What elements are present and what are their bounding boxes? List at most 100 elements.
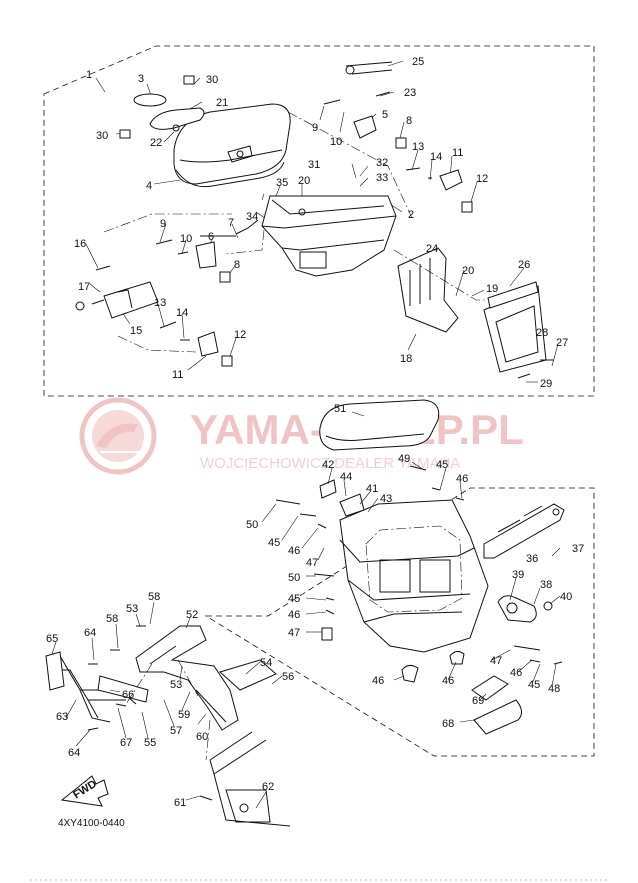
part-label-53: 53 xyxy=(170,679,182,691)
side-case xyxy=(339,499,489,653)
part-label-49: 49 xyxy=(398,453,410,465)
part-label-57: 57 xyxy=(170,725,182,737)
part-label-35: 35 xyxy=(276,177,288,189)
watermark-logo-icon xyxy=(79,397,157,475)
lower-group-frame xyxy=(204,487,595,757)
part-label-24: 24 xyxy=(426,243,438,255)
part-label-59: 59 xyxy=(178,709,190,721)
part-label-47: 47 xyxy=(288,627,300,639)
part-label-54: 54 xyxy=(260,657,272,669)
upper-group-frame xyxy=(43,45,595,397)
part-label-17: 17 xyxy=(78,281,90,293)
part-label-46: 46 xyxy=(510,667,522,679)
part-label-51: 51 xyxy=(334,403,346,415)
lower-leaders xyxy=(261,411,561,723)
storage-box xyxy=(261,195,397,277)
part-label-11: 11 xyxy=(452,147,463,159)
part-label-58: 58 xyxy=(148,591,160,603)
part-label-10: 10 xyxy=(180,233,192,245)
part-label-48: 48 xyxy=(548,683,560,695)
part-label-45: 45 xyxy=(436,459,448,471)
rear-bracket xyxy=(397,247,554,379)
part-label-25: 25 xyxy=(412,56,424,68)
grab-rail xyxy=(45,625,149,731)
part-label-20: 20 xyxy=(298,175,310,187)
part-label-34: 34 xyxy=(246,211,258,223)
part-label-14: 14 xyxy=(176,307,188,319)
part-label-26: 26 xyxy=(518,259,530,271)
part-label-19: 19 xyxy=(486,283,498,295)
part-label-12: 12 xyxy=(476,173,488,185)
part-label-23: 23 xyxy=(404,87,416,99)
part-label-14: 14 xyxy=(430,151,442,163)
part-label-64: 64 xyxy=(68,747,80,759)
part-label-43: 43 xyxy=(380,493,392,505)
part-label-8: 8 xyxy=(406,115,412,127)
part-label-44: 44 xyxy=(340,471,352,483)
part-label-68: 68 xyxy=(442,718,454,730)
part-label-45: 45 xyxy=(268,537,280,549)
part-label-46: 46 xyxy=(456,473,468,485)
part-label-30: 30 xyxy=(206,74,218,86)
part-label-38: 38 xyxy=(540,579,552,591)
part-label-20: 20 xyxy=(462,265,474,277)
support-stay xyxy=(483,503,565,559)
part-label-29: 29 xyxy=(540,378,552,390)
part-label-62: 62 xyxy=(262,781,274,793)
watermark: YAMA-SKLEP.PL WOJCIECHOWICZ DEALER YAMAH… xyxy=(79,397,524,475)
part-label-2: 2 xyxy=(408,209,414,221)
part-label-10: 10 xyxy=(330,136,342,148)
part-label-52: 52 xyxy=(186,609,198,621)
lower-assembly-lines xyxy=(125,659,211,761)
part-labels: 1 3 30 21 30 22 4 25 23 9 5 10 8 13 14 1… xyxy=(46,56,584,809)
part-label-41: 41 xyxy=(366,483,378,495)
part-label-13: 13 xyxy=(412,141,424,153)
part-label-56: 56 xyxy=(282,671,294,683)
watermark-tagline: WOJCIECHOWICZ DEALER YAMAHA xyxy=(200,455,460,472)
part-label-46: 46 xyxy=(288,609,300,621)
part-label-27: 27 xyxy=(556,337,568,349)
upper-hardware xyxy=(75,61,473,367)
upper-assembly-lines xyxy=(103,111,488,353)
part-label-39: 39 xyxy=(512,569,524,581)
part-label-42: 42 xyxy=(322,459,334,471)
part-label-28: 28 xyxy=(536,327,548,339)
part-label-6: 6 xyxy=(208,231,214,243)
part-label-60: 60 xyxy=(196,731,208,743)
part-label-22: 22 xyxy=(150,137,162,149)
part-label-8: 8 xyxy=(234,259,240,271)
part-label-47: 47 xyxy=(490,655,502,667)
part-label-66: 66 xyxy=(122,689,134,701)
lid-emblem xyxy=(119,75,205,139)
part-label-37: 37 xyxy=(572,543,584,555)
part-label-53: 53 xyxy=(126,603,138,615)
lower-left-leaders xyxy=(51,601,283,809)
part-label-4: 4 xyxy=(146,180,152,192)
part-label-18: 18 xyxy=(400,353,412,365)
part-label-45: 45 xyxy=(528,679,540,691)
part-label-30: 30 xyxy=(96,130,108,142)
part-label-21: 21 xyxy=(216,97,228,109)
part-label-36: 36 xyxy=(526,553,538,565)
part-label-9: 9 xyxy=(160,218,166,230)
part-label-61: 61 xyxy=(174,797,186,809)
part-label-63: 63 xyxy=(56,711,68,723)
part-label-64: 64 xyxy=(84,627,96,639)
part-label-46: 46 xyxy=(372,675,384,687)
part-label-7: 7 xyxy=(228,217,234,229)
part-label-15: 15 xyxy=(130,325,142,337)
part-label-33: 33 xyxy=(376,172,388,184)
part-label-31: 31 xyxy=(308,159,320,171)
part-label-40: 40 xyxy=(560,591,572,603)
part-label-1: 1 xyxy=(86,69,92,81)
part-label-5: 5 xyxy=(382,109,388,121)
case-cover xyxy=(319,399,440,451)
part-label-16: 16 xyxy=(74,238,86,250)
diagram-code: 4XY4100-0440 xyxy=(58,818,125,829)
part-label-46: 46 xyxy=(288,545,300,557)
part-label-12: 12 xyxy=(234,329,246,341)
carrier-bracket xyxy=(135,625,291,827)
part-label-45: 45 xyxy=(288,593,300,605)
part-label-47: 47 xyxy=(306,557,318,569)
